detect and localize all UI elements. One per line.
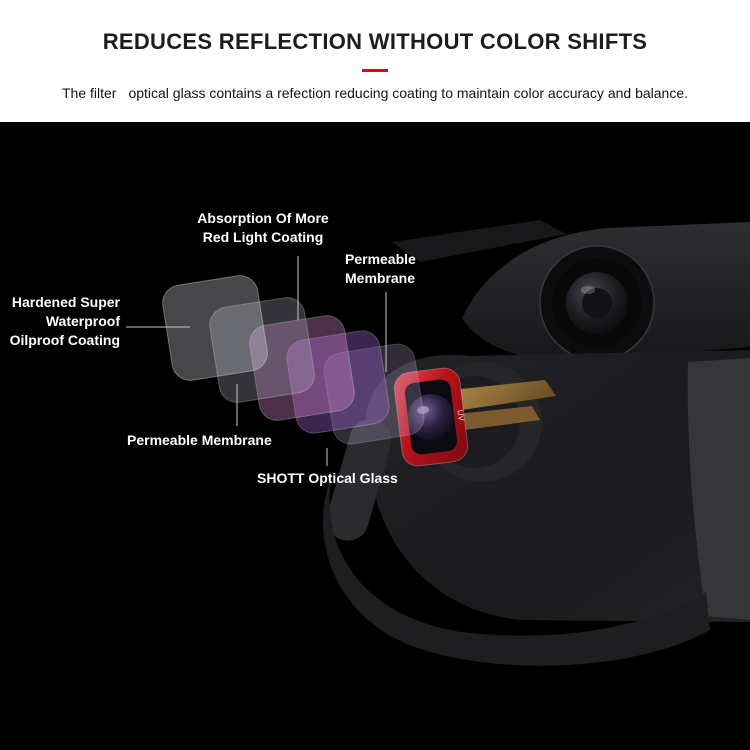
callout-lines	[126, 256, 387, 466]
filter-layer-inner-membrane	[286, 330, 390, 434]
filter-layer-membrane	[209, 297, 315, 403]
callout-shott-label: SHOTT Optical Glass	[257, 470, 398, 486]
callout-hardened-line1: Hardened Super	[11, 294, 120, 310]
callout-absorption-line1: Absorption Of More	[197, 210, 329, 226]
subtitle-rest: optical glass contains a refection reduc…	[128, 85, 689, 101]
gimbal-gold-arm	[452, 380, 556, 410]
accent-dash	[362, 69, 388, 72]
body-side-panel	[687, 358, 750, 620]
header: REDUCES REFLECTION WITHOUT COLOR SHIFTS …	[0, 0, 750, 122]
filter-frame-uv-label: UV	[455, 409, 465, 422]
callout-permeable-bottom-label: Permeable Membrane	[127, 432, 272, 448]
callout-hardened-line2: Waterproof	[45, 312, 120, 329]
gimbal-guard	[323, 474, 710, 666]
propeller-blade	[392, 220, 566, 262]
motor-lens	[539, 245, 655, 361]
filter-layers	[162, 275, 425, 445]
gimbal-gold-arm-2	[458, 406, 540, 430]
filter-layer-glass	[323, 343, 425, 445]
callout-permeable-top-line1: Permeable	[345, 251, 416, 267]
callout-permeable-top-label: Permeable Membrane	[345, 250, 416, 288]
subtitle: The filter optical glass contains a refec…	[0, 85, 750, 101]
subtitle-prefix: The filter	[61, 85, 117, 101]
callout-hardened-label: Hardened Super Waterproof Oilproof Coati…	[4, 293, 120, 350]
filter-lens-glass	[408, 394, 454, 440]
drone-illustration: UV	[126, 220, 750, 666]
page-title: REDUCES REFLECTION WITHOUT COLOR SHIFTS	[102, 29, 648, 54]
filter-layer-outer-coating	[162, 275, 268, 381]
callout-absorption-label: Absorption Of More Red Light Coating	[168, 209, 358, 247]
callout-permeable-top-line2: Membrane	[345, 269, 416, 286]
scene: UV	[0, 122, 750, 750]
filter-layer-red-coating	[249, 315, 355, 421]
red-filter-frame: UV	[393, 367, 469, 467]
callout-hardened-line3: Oilproof Coating	[9, 331, 120, 348]
gimbal-bracket	[326, 419, 392, 541]
callout-absorption-line2: Red Light Coating	[202, 228, 324, 245]
